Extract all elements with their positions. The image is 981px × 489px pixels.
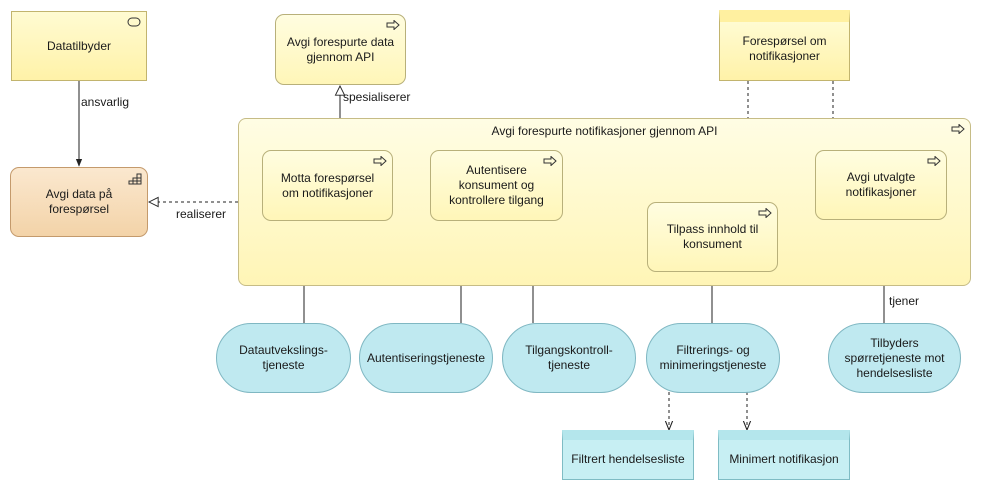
process-autentisere[interactable]: Autentisere konsument og kontrollere til… — [430, 150, 563, 221]
label-ansvarlig: ansvarlig — [81, 95, 130, 109]
group-title: Avgi forespurte notifikasjoner gjennom A… — [491, 124, 718, 138]
process-label: Tilpass innhold til konsument — [666, 222, 759, 251]
service-autentisering[interactable]: Autentiseringstjeneste — [359, 323, 493, 393]
service-label: Datautvekslings-tjeneste — [239, 343, 328, 372]
data-label: Minimert notifikasjon — [729, 452, 839, 466]
actor-icon — [127, 17, 141, 27]
label-tjener: tjener — [889, 294, 920, 308]
data-minimert-notifikasjon[interactable]: Minimert notifikasjon — [718, 430, 850, 480]
service-label: Filtrerings- og minimeringstjeneste — [659, 343, 767, 372]
service-sporretjeneste[interactable]: Tilbyders spørretjeneste mot hendelsesli… — [828, 323, 961, 393]
data-filtrert-hendelsesliste[interactable]: Filtrert hendelsesliste — [562, 430, 694, 480]
process-avgi-utvalgte[interactable]: Avgi utvalgte notifikasjoner — [815, 150, 947, 220]
process-label: Avgi utvalgte notifikasjoner — [845, 170, 917, 199]
function-icon — [128, 173, 142, 185]
service-label: Tilbyders spørretjeneste mot hendelsesli… — [844, 335, 945, 380]
arrow-icon — [373, 156, 387, 166]
arrow-icon — [543, 156, 557, 166]
arrow-icon — [758, 208, 772, 218]
service-datautveksling[interactable]: Datautvekslings-tjeneste — [216, 323, 351, 393]
function-label: Avgi data på forespørsel — [45, 187, 113, 216]
actor-label: Datatilbyder — [46, 38, 112, 53]
service-filtrering[interactable]: Filtrerings- og minimeringstjeneste — [646, 323, 780, 393]
process-avgi-api[interactable]: Avgi forespurte data gjennom API — [275, 14, 406, 85]
process-label: Avgi forespurte data gjennom API — [286, 34, 395, 64]
object-label: Forespørsel om notifikasjoner — [742, 34, 827, 63]
arrow-icon — [386, 20, 400, 30]
process-tilpass[interactable]: Tilpass innhold til konsument — [647, 202, 778, 272]
arrow-icon — [927, 156, 941, 166]
process-label: Motta forespørsel om notifikasjoner — [280, 170, 375, 200]
service-label: Tilgangskontroll-tjeneste — [525, 343, 613, 372]
data-label: Filtrert hendelsesliste — [571, 452, 685, 466]
object-foresporsel[interactable]: Forespørsel om notifikasjoner — [719, 10, 850, 81]
process-label: Autentisere konsument og kontrollere til… — [449, 163, 544, 207]
arrow-icon — [951, 124, 965, 134]
function-avgi-data[interactable]: Avgi data på forespørsel — [10, 167, 148, 237]
label-realiserer: realiserer — [176, 207, 227, 221]
actor-datatilbyder[interactable]: Datatilbyder — [11, 11, 147, 81]
service-label: Autentiseringstjeneste — [366, 350, 486, 365]
process-motta[interactable]: Motta forespørsel om notifikasjoner — [262, 150, 393, 221]
service-tilgangskontroll[interactable]: Tilgangskontroll-tjeneste — [502, 323, 636, 393]
label-spesialiserer: spesialiserer — [343, 90, 411, 104]
